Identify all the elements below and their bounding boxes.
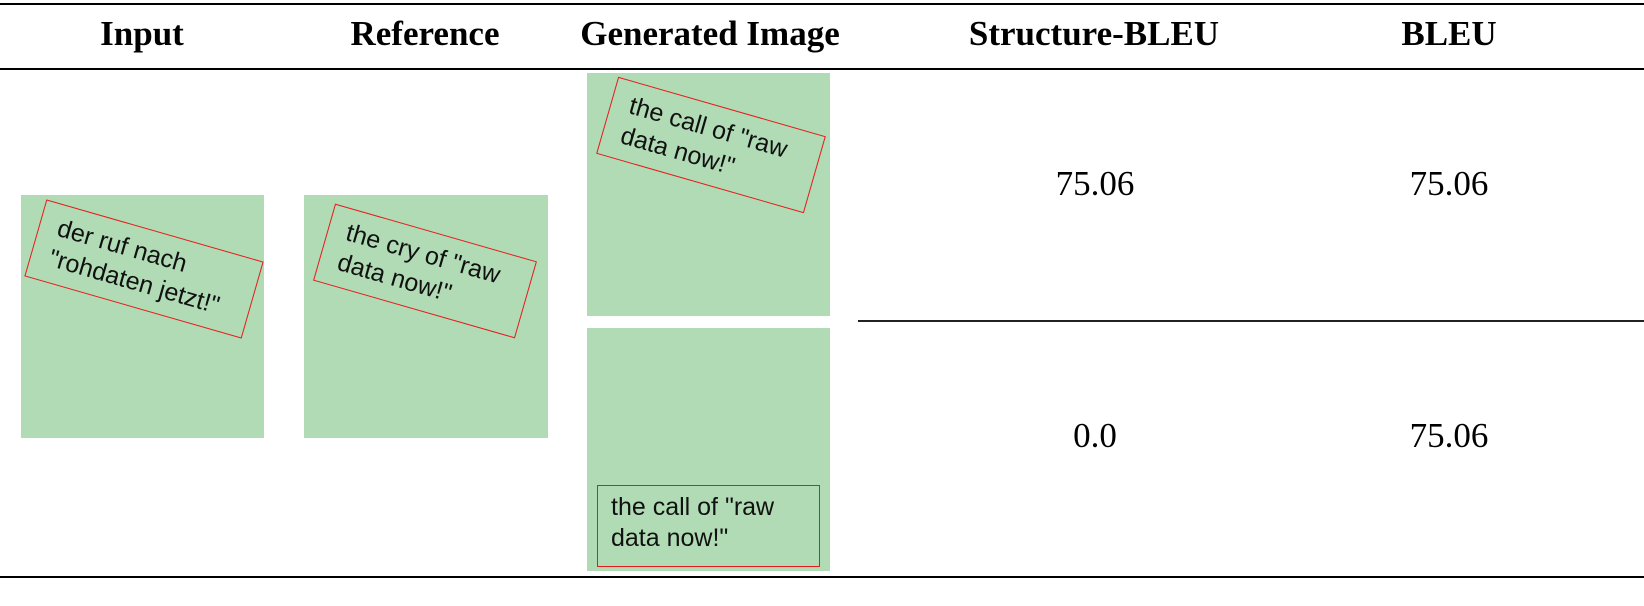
input-image: der ruf nach "rohdaten jetzt!" [21, 195, 264, 438]
reference-image: the cry of "raw data now!" [304, 195, 548, 438]
row-divider-rule [858, 320, 1644, 322]
input-text-box: der ruf nach "rohdaten jetzt!" [24, 199, 264, 339]
generated-text-box-row-2: the call of "raw data now!" [597, 485, 820, 567]
header-bleu: BLEU [1401, 14, 1497, 53]
bleu-row-1: 75.06 [1409, 164, 1489, 203]
generated-image-row-1: the call of "raw data now!" [587, 73, 830, 316]
bleu-row-2: 75.06 [1409, 416, 1489, 455]
structure-bleu-row-1: 75.06 [1055, 164, 1135, 203]
header-generated-image: Generated Image [580, 14, 840, 53]
structure-bleu-row-2: 0.0 [1073, 416, 1117, 455]
header-input: Input [100, 14, 184, 53]
top-rule [0, 3, 1644, 5]
generated-text-box-row-1: the call of "raw data now!" [596, 76, 826, 214]
header-structure-bleu: Structure-BLEU [968, 14, 1220, 53]
header-rule [0, 68, 1644, 70]
bottom-rule [0, 576, 1644, 578]
generated-image-row-2: the call of "raw data now!" [587, 328, 830, 571]
header-reference: Reference [350, 14, 500, 53]
reference-text-box: the cry of "raw data now!" [313, 203, 537, 339]
